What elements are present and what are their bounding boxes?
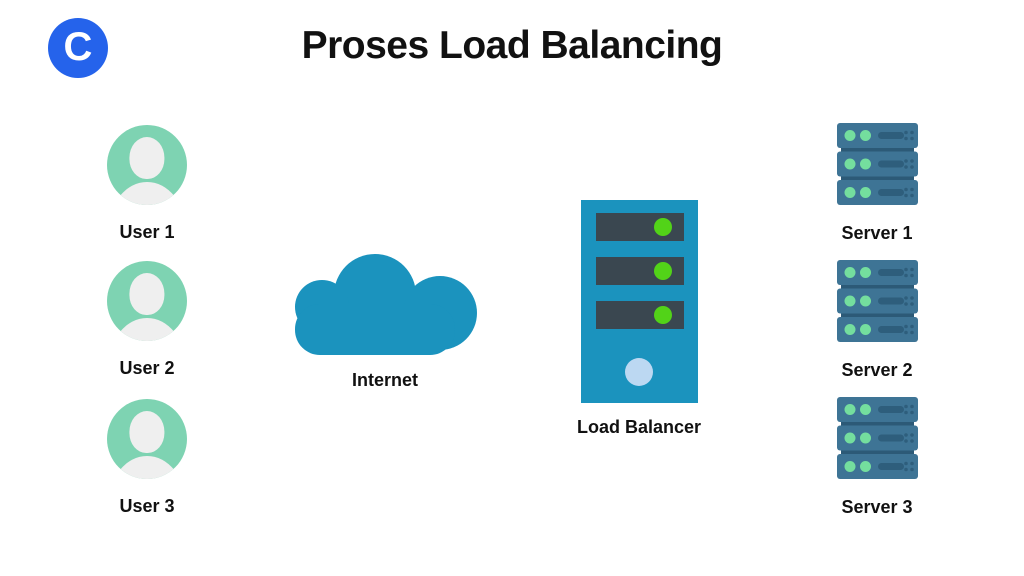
user-avatar-icon <box>107 261 187 341</box>
server-label: Server 1 <box>841 223 913 243</box>
server-node-3: Server 3 <box>817 397 937 518</box>
user-label: User 1 <box>119 222 175 242</box>
led-green-1 <box>653 218 672 236</box>
server-node-1: Server 1 <box>817 123 937 244</box>
avatar-head <box>129 273 165 315</box>
server-node-2: Server 2 <box>817 260 937 381</box>
user-label: User 2 <box>119 358 175 378</box>
user-avatar-icon <box>107 399 187 479</box>
avatar-torso <box>108 455 186 479</box>
user-node-3: User 3 <box>87 399 207 517</box>
cloud-icon <box>295 254 477 355</box>
server-rack-icon <box>836 260 918 342</box>
user-label: User 3 <box>119 496 175 516</box>
avatar-head <box>129 411 165 453</box>
avatar-torso <box>108 317 186 341</box>
led-green-2 <box>653 262 672 280</box>
load-balancer-icon <box>580 200 698 403</box>
user-avatar-icon <box>107 125 187 205</box>
server-label: Server 2 <box>841 360 913 380</box>
internet-label: Internet <box>351 370 418 390</box>
power-button <box>624 358 653 386</box>
logo: C <box>48 18 108 78</box>
internet-node: Internet <box>291 252 479 391</box>
led-green-3 <box>653 306 672 324</box>
avatar-torso <box>108 181 186 205</box>
load-balancer-node: Load Balancer <box>554 200 724 438</box>
server-rack-icon <box>836 397 918 479</box>
server-label: Server 3 <box>841 497 913 517</box>
user-node-2: User 2 <box>87 261 207 379</box>
load-balancer-label: Load Balancer <box>576 417 702 437</box>
logo-letter: C <box>63 25 93 69</box>
avatar-head <box>129 137 165 179</box>
user-node-1: User 1 <box>87 125 207 243</box>
server-rack-icon <box>836 123 918 205</box>
page-title: Proses Load Balancing <box>301 24 723 67</box>
